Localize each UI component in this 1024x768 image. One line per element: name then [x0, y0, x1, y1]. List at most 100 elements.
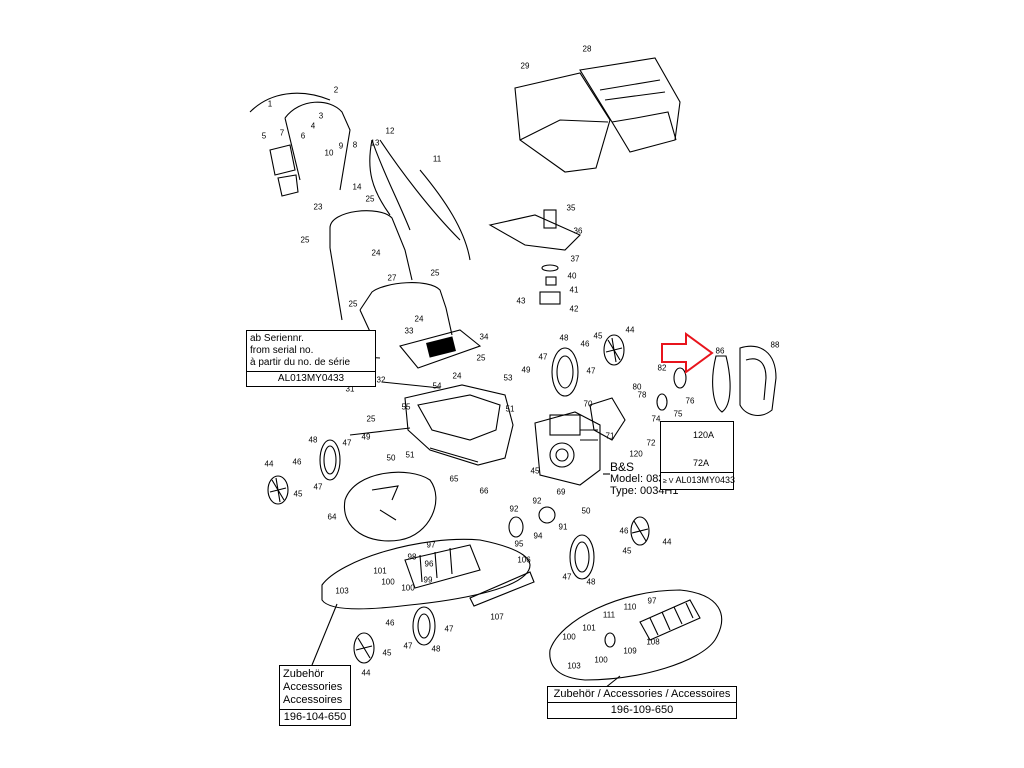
- part-callout: 100: [562, 632, 576, 642]
- rear-flap: [399, 329, 482, 369]
- serial-value: AL013MY0433: [247, 371, 375, 386]
- part-callout: 47: [403, 641, 413, 651]
- part-callout: 120: [629, 449, 643, 459]
- part-callout: 53: [503, 373, 513, 383]
- accessory-left-outline: [321, 538, 531, 610]
- part-callout: 66: [479, 486, 489, 496]
- acc-left-line-2: Accessories: [283, 681, 343, 693]
- part-callout: 47: [444, 624, 454, 634]
- right-serial-value: AL013MY0433: [675, 475, 736, 485]
- part-callout: 86: [715, 346, 725, 356]
- part-callout: 92: [509, 504, 519, 514]
- part-callout: 27: [387, 273, 397, 283]
- acc-left-line-3: Accessoires: [283, 694, 343, 706]
- accessories-left-caption: Zubehör Accessories Accessoires: [280, 666, 350, 709]
- serial-caption-line-2: from serial no.: [250, 345, 314, 356]
- wheel-48-left: [319, 439, 341, 481]
- part-callout: 25: [300, 235, 310, 245]
- serial-caption-line-1: ab Seriennr.: [250, 333, 304, 344]
- part-callout: 64: [327, 512, 337, 522]
- part-callout: 5: [261, 131, 267, 141]
- roller-accessory: [639, 599, 701, 641]
- part-callout: 70: [583, 399, 593, 409]
- accessories-left-part-no: 196-104-650: [280, 709, 350, 725]
- part-callout: 12: [385, 126, 395, 136]
- part-callout: 46: [619, 526, 629, 536]
- part-callout: 72: [646, 438, 656, 448]
- part-callout: 103: [335, 586, 349, 596]
- part-callout: 111: [602, 610, 616, 620]
- part-callout: 48: [308, 435, 318, 445]
- right-serial-box: 120A 72A ≥ V AL013MY0433: [660, 421, 736, 490]
- part-callout: 98: [407, 552, 417, 562]
- part-callout: 46: [580, 339, 590, 349]
- part-callout: 3: [318, 111, 324, 121]
- part-callout: 50: [581, 506, 591, 516]
- part-callout: 97: [647, 596, 657, 606]
- acc-left-line-1: Zubehör: [283, 668, 324, 680]
- serial-prefix: ≥ V: [663, 478, 674, 485]
- part-callout: 47: [586, 366, 596, 376]
- part-callout: 74: [651, 414, 661, 424]
- part-callout: 11: [432, 154, 442, 164]
- part-callout: 91: [558, 522, 568, 532]
- part-callout: 4: [310, 121, 316, 131]
- part-callout: 107: [490, 612, 504, 622]
- accessory-right-outline: [549, 589, 723, 681]
- part-callout: 43: [516, 296, 526, 306]
- label-72a: 72A: [693, 458, 710, 468]
- accessories-right-box: Zubehör / Accessories / Accessoires 196-…: [547, 686, 737, 719]
- upper-handle: [284, 101, 351, 191]
- engine-brand: B&S: [610, 460, 635, 474]
- part-callout: 47: [342, 438, 352, 448]
- part-callout: 35: [566, 203, 576, 213]
- part-callout: 75: [673, 409, 683, 419]
- highlight-arrow: [661, 332, 714, 374]
- part-callout: 44: [625, 325, 635, 335]
- middle-handle: [329, 210, 413, 281]
- scarifier-drum: [404, 544, 481, 589]
- part-callout: 108: [646, 637, 660, 647]
- part-callout: 55: [401, 402, 411, 412]
- part-callout: 24: [452, 371, 462, 381]
- accessory-64-outline: [343, 471, 437, 542]
- part-callout: 51: [505, 404, 515, 414]
- serial-caption-line-3: à partir du no. de série: [250, 357, 351, 368]
- accessories-right-part-no: 196-109-650: [548, 702, 736, 718]
- part-callout: 49: [521, 365, 531, 375]
- part-callout: 103: [567, 661, 581, 671]
- part-callout: 54: [432, 381, 442, 391]
- part-callout: 88: [770, 340, 780, 350]
- part-callout: 65: [449, 474, 459, 484]
- part-callout: 25: [476, 353, 486, 363]
- part-callout: 25: [366, 414, 376, 424]
- lower-handle: [359, 282, 453, 336]
- part-callout: 46: [292, 457, 302, 467]
- part-callout: 33: [404, 326, 414, 336]
- part-callout: 45: [530, 466, 540, 476]
- wheel-48-middle: [569, 534, 595, 580]
- part-callout: 45: [622, 546, 632, 556]
- part-callout: 92: [532, 496, 542, 506]
- part-callout: 50: [386, 453, 396, 463]
- part-callout: 101: [373, 566, 387, 576]
- part-callout: 76: [685, 396, 695, 406]
- part-callout: 48: [586, 577, 596, 587]
- part-callout: 80: [632, 382, 642, 392]
- part-callout: 45: [293, 489, 303, 499]
- grass-catcher-bag: [514, 72, 611, 173]
- serial-number-box: ab Seriennr. from serial no. à partir du…: [246, 330, 376, 387]
- label-120a: 120A: [693, 430, 715, 440]
- part-callout: 44: [361, 668, 371, 678]
- part-callout: 25: [348, 299, 358, 309]
- part-callout: 106: [517, 555, 531, 565]
- part-callout: 14: [352, 182, 362, 192]
- part-callout: 51: [405, 450, 415, 460]
- part-callout: 31: [345, 384, 355, 394]
- part-callout: 45: [593, 331, 603, 341]
- part-callout: 99: [423, 575, 433, 585]
- part-callout: 97: [426, 540, 436, 550]
- part-callout: 82: [657, 363, 667, 373]
- part-callout: 47: [562, 572, 572, 582]
- part-callout: 96: [424, 559, 434, 569]
